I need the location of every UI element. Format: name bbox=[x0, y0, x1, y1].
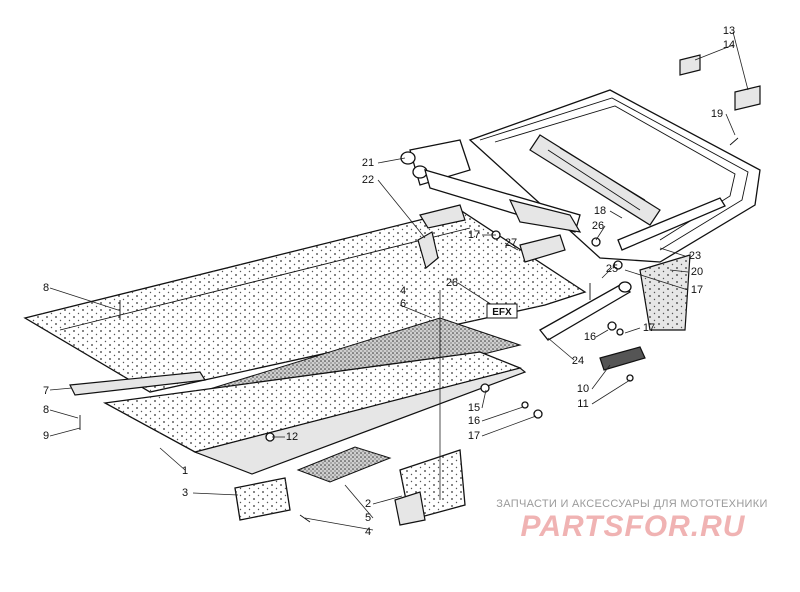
tunnel-panel bbox=[23, 204, 587, 393]
callout-6: 6 bbox=[400, 298, 406, 310]
callout-10: 10 bbox=[577, 383, 589, 395]
callout-5: 5 bbox=[365, 512, 371, 524]
callout-12: 12 bbox=[286, 431, 298, 443]
callout-17-b: 17 bbox=[691, 284, 703, 296]
plate-3 bbox=[234, 477, 291, 521]
mounting-bracket-2 bbox=[394, 449, 466, 526]
callout-7: 7 bbox=[43, 385, 49, 397]
callout-17-a: 17 bbox=[468, 229, 480, 241]
callout-16-b: 16 bbox=[468, 415, 480, 427]
callout-19: 19 bbox=[711, 108, 723, 120]
fasteners bbox=[79, 137, 739, 523]
mat-5 bbox=[296, 446, 392, 483]
callout-1: 1 bbox=[182, 465, 188, 477]
leader-lines bbox=[49, 31, 749, 531]
callout-14: 14 bbox=[723, 39, 735, 51]
callout-2: 2 bbox=[365, 498, 371, 510]
watermark-caption: ЗАПЧАСТИ И АКСЕССУАРЫ ДЛЯ МОТОТЕХНИКИ bbox=[496, 498, 768, 510]
callout-17-d: 17 bbox=[468, 430, 480, 442]
callout-20: 20 bbox=[691, 266, 703, 278]
callout-25: 25 bbox=[606, 263, 618, 275]
callout-26: 26 bbox=[592, 220, 604, 232]
callout-11: 11 bbox=[577, 398, 588, 410]
callout-labels: 13 14 19 21 22 18 26 17 27 23 20 25 17 2… bbox=[43, 25, 735, 538]
callout-23: 23 bbox=[689, 250, 701, 262]
emblem-text: EFX bbox=[492, 307, 512, 318]
decal-14 bbox=[734, 85, 761, 111]
callout-15: 15 bbox=[468, 402, 480, 414]
callout-22: 22 bbox=[362, 174, 374, 186]
callout-8-b: 8 bbox=[43, 404, 49, 416]
mud-flap bbox=[417, 231, 439, 270]
callout-4-b: 4 bbox=[365, 526, 371, 538]
callout-17-c: 17 bbox=[643, 322, 655, 334]
watermark-logo: PARTSFOR.RU bbox=[520, 510, 746, 543]
callout-27: 27 bbox=[505, 237, 517, 249]
reflector-10 bbox=[599, 346, 646, 371]
callout-13: 13 bbox=[723, 25, 735, 37]
pivot-shaft bbox=[400, 139, 582, 233]
efx-emblem: EFX bbox=[486, 303, 518, 319]
callout-8-a: 8 bbox=[43, 282, 49, 294]
callout-28: 28 bbox=[446, 277, 458, 289]
floor-plate bbox=[102, 351, 527, 475]
callout-9: 9 bbox=[43, 430, 49, 442]
callout-3: 3 bbox=[182, 487, 188, 499]
callout-18: 18 bbox=[594, 205, 606, 217]
callout-21: 21 bbox=[362, 157, 374, 169]
bracket-27 bbox=[519, 234, 566, 263]
callout-4-a: 4 bbox=[400, 285, 406, 297]
rear-rack bbox=[468, 89, 761, 331]
support-rod bbox=[539, 281, 632, 341]
callout-16-a: 16 bbox=[584, 331, 596, 343]
decal-13 bbox=[679, 54, 701, 76]
callout-24: 24 bbox=[572, 355, 584, 367]
side-rail bbox=[69, 371, 207, 396]
